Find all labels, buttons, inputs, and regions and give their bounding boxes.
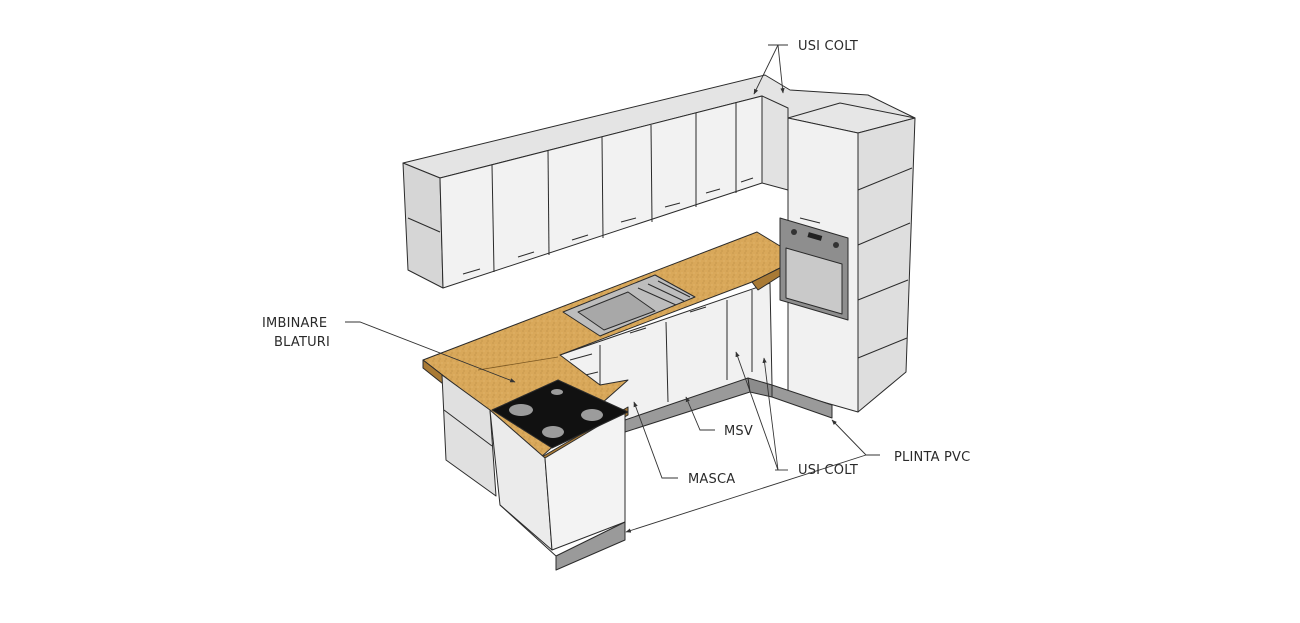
label-msv: MSV [724,424,753,439]
peninsula-cabinets [441,374,629,571]
label-masca: MASCA [688,472,735,487]
upper-corner-back [761,95,789,191]
label-imbinare: IMBINARE [262,316,327,331]
oven-glass [785,247,843,315]
leader-imbinare [345,321,516,383]
tall-oven-column [771,102,916,419]
oven-knob-right [833,242,839,248]
label-usi-colt-bottom: USI COLT [798,463,858,478]
upper-door-lines [407,103,754,275]
corner-plinth [747,377,773,398]
label-usi-colt-top: USI COLT [798,39,858,54]
burner-1 [509,404,533,416]
leader-msv [685,396,715,431]
labels: USI COLT IMBINARE BLATURI MSV USI COLT P… [262,39,970,487]
peninsula-plinth [555,521,626,571]
upper-left-side [402,162,444,289]
countertop-right-edge [751,267,781,291]
leader-lines [345,44,880,533]
left-base-side [441,374,497,497]
burner-2 [551,389,563,395]
label-blaturi: BLATURI [274,335,330,350]
sink-drainer-lines [637,280,691,306]
oven-display [807,232,823,241]
burner-3 [581,409,603,421]
label-plinta-pvc: PLINTA PVC [894,450,970,465]
oven-knob-left [791,229,797,235]
leader-masca [633,401,678,479]
tall-column-side [857,117,916,413]
sink-bowl [577,291,656,331]
leader-plinta [831,419,880,456]
countertop-joint-line [477,356,559,371]
burner-4 [542,426,564,438]
upper-cabinets [402,74,916,289]
cooktop [491,379,629,449]
